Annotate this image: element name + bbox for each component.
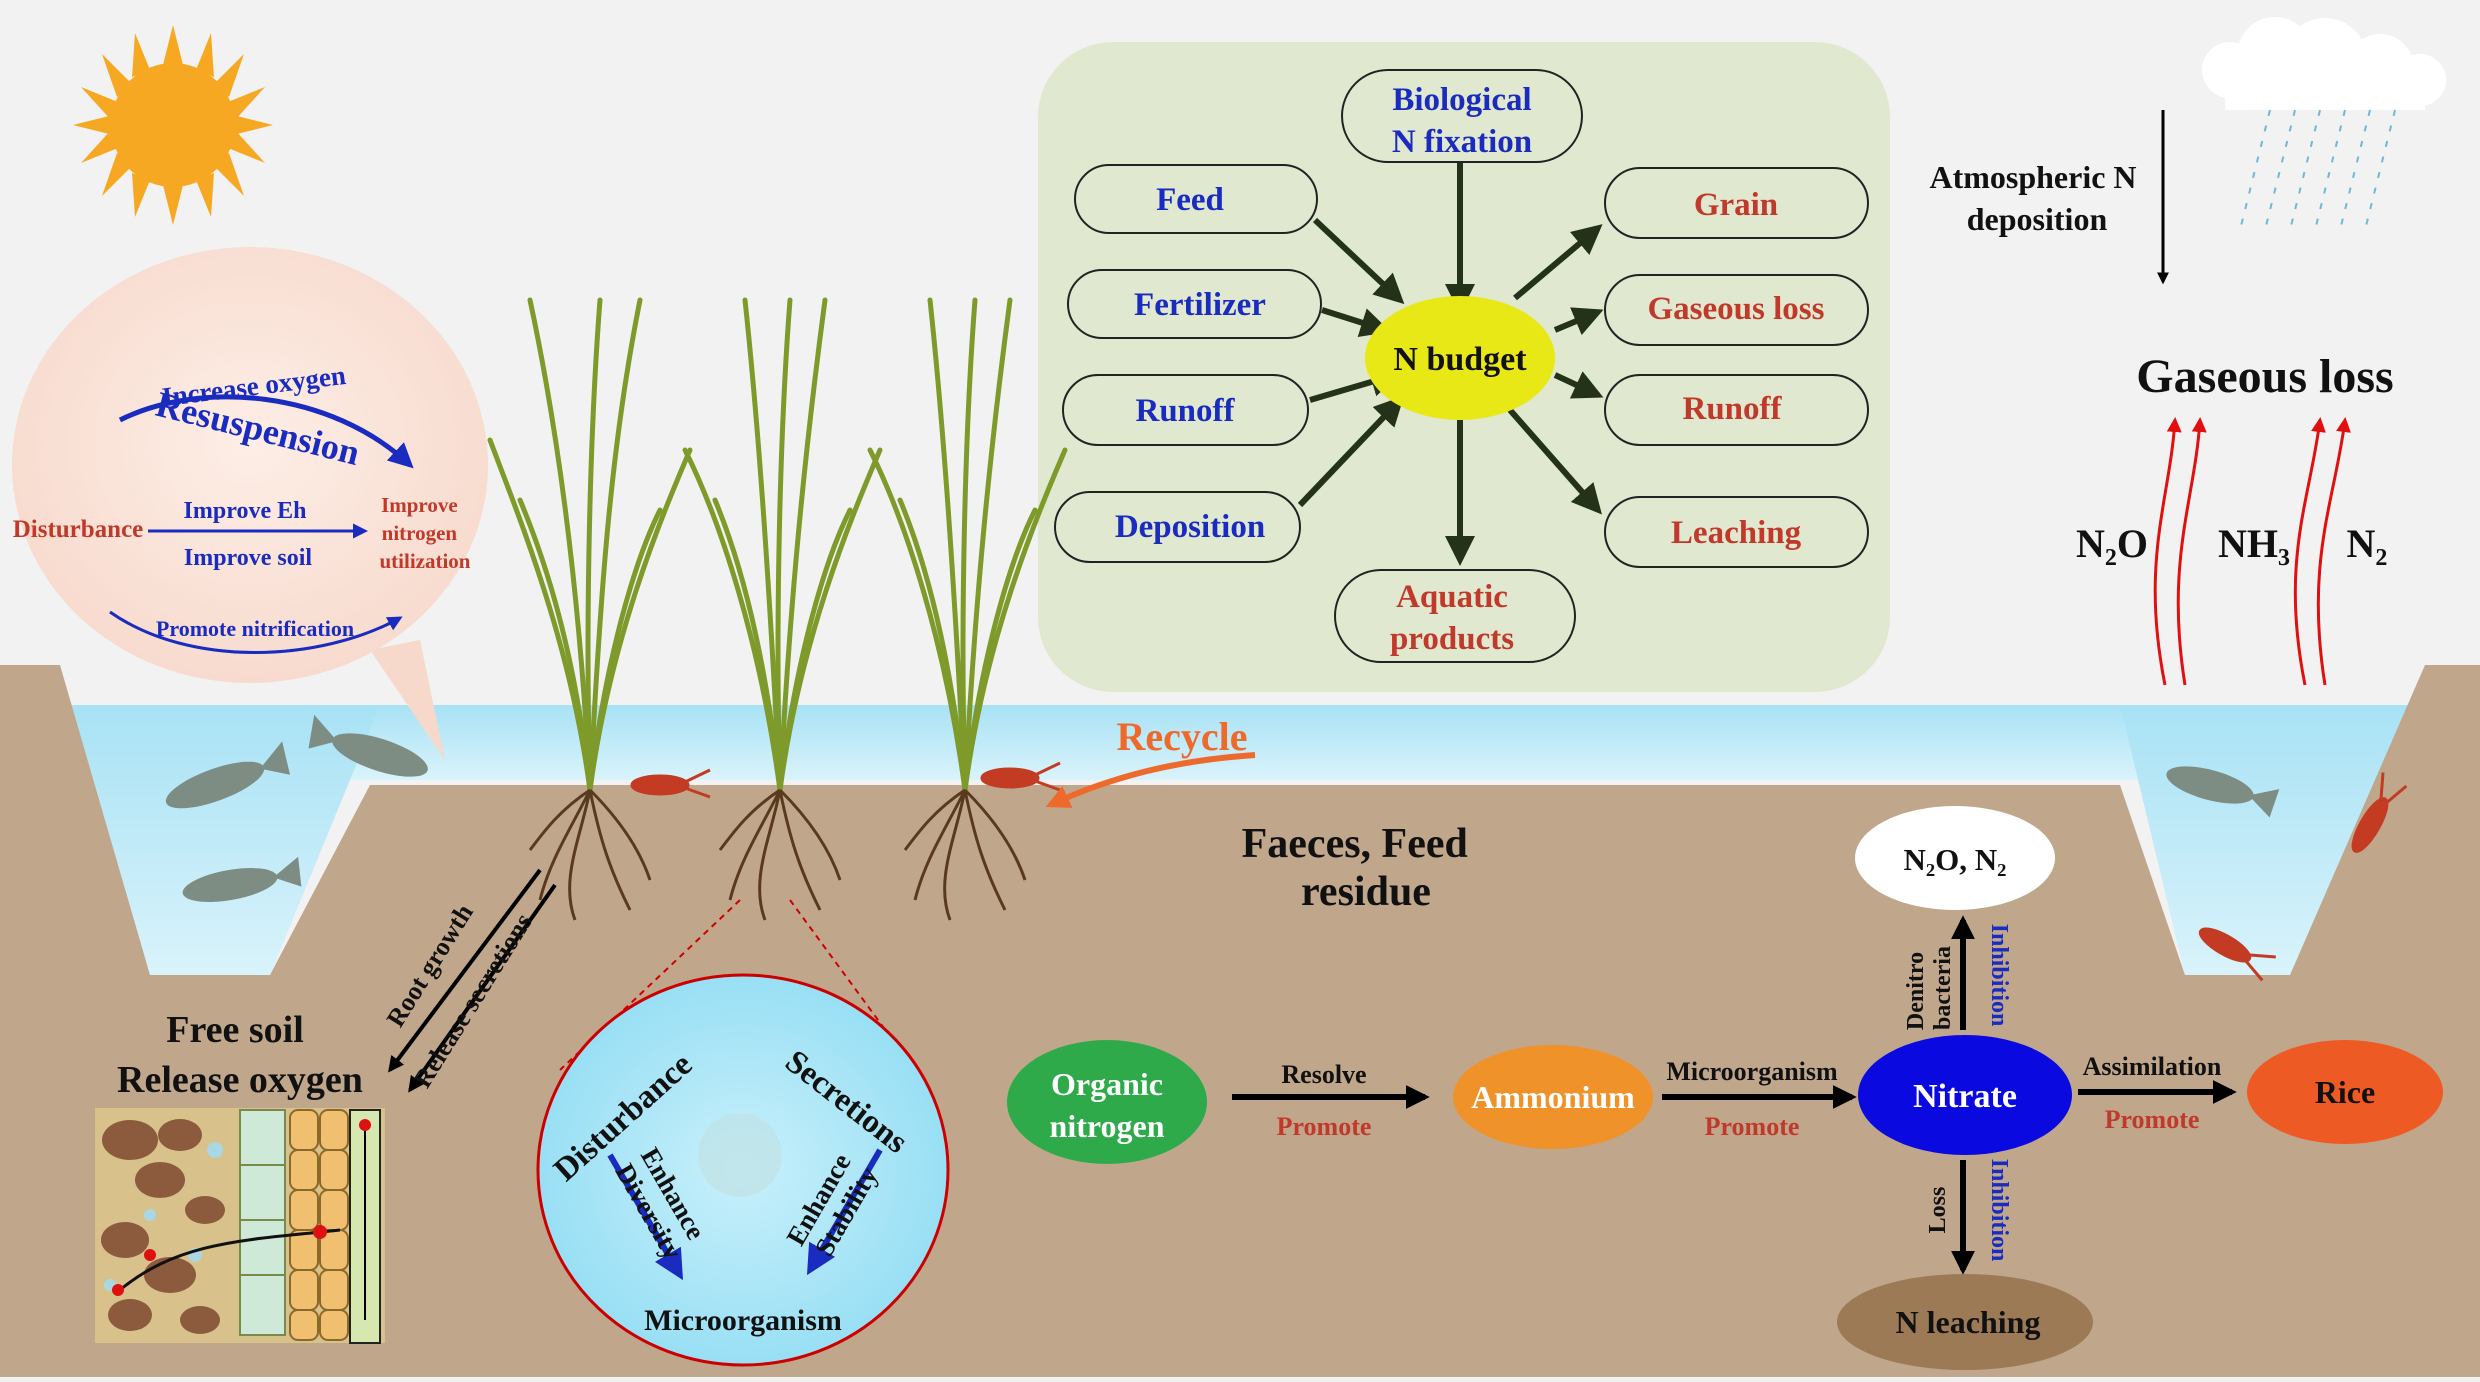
node-nitrate [1858,1035,2072,1155]
node-gas-products [1855,806,2055,910]
water [60,705,2420,975]
svg-text:Rice: Rice [2315,1074,2375,1110]
fish-icon [165,714,2280,902]
svg-text:Gaseous loss: Gaseous loss [1648,291,1825,327]
svg-text:N₂O, N₂: N₂O, N₂ [1904,842,2007,877]
free-soil-label: Free soil [166,1009,304,1051]
node-rice [2247,1040,2443,1144]
microbe-circle: Disturbance Secretions Enhance Diversity… [536,899,950,1367]
node-organic-nitrogen [1007,1040,1207,1164]
budget-bio-fixation [1341,69,1583,163]
budget-input-fertilizer [1067,269,1322,339]
svg-text:Inhibition: Inhibition [1986,1159,2012,1262]
rice-plant-1 [487,297,693,921]
gas-arrows [2153,417,2351,686]
rice-plant-2 [682,297,883,921]
crayfish-icon [630,761,2408,982]
svg-text:Promote nitrification: Promote nitrification [156,616,354,641]
gas-nh3: NH₃ [2218,521,2290,566]
gas-n2o: N₂O [2076,521,2148,566]
atmospheric-deposition-label: Atmospheric N deposition [1929,159,2144,237]
svg-text:Microorganism: Microorganism [1666,1057,1838,1086]
recycle-arrow [1045,752,1256,808]
budget-aquatic-products [1334,569,1576,663]
budget-input-feed [1074,164,1318,234]
faeces-feed-residue: Faeces, Feed residue [1242,821,1479,915]
svg-text:Promote: Promote [2105,1105,2200,1134]
rice-plant-3 [867,297,1068,921]
gaseous-loss-title: Gaseous loss [2136,350,2393,403]
n-budget-center [1365,296,1555,420]
sun-icon [73,25,273,225]
svg-text:Inhibition: Inhibition [1986,924,2012,1027]
svg-text:Microorganism: Microorganism [644,1304,842,1337]
gas-n2: N₂ [2347,521,2388,566]
svg-text:Improve nitrogen u: Improve nitrogen utilization [379,493,470,573]
budget-output-leaching [1604,496,1869,568]
svg-text:N budget: N budget [1393,341,1527,378]
svg-text:Runoff: Runoff [1682,391,1782,427]
svg-text:Improve soil: Improve soil [184,545,313,571]
svg-text:Resolve: Resolve [1281,1060,1366,1089]
svg-text:Leaching: Leaching [1671,515,1802,551]
svg-text:Loss: Loss [1925,1187,1951,1234]
disturbance-bubble: Increase oxygen Resuspension Disturbance… [12,247,488,760]
svg-text:Denitro bacteria: Denitro bacteria [1903,946,1956,1030]
release-oxygen-label: Release oxygen [117,1059,363,1101]
svg-text:Runoff: Runoff [1135,393,1235,429]
root-growth-arrows [388,868,557,1093]
budget-output-runoff [1604,374,1869,446]
svg-text:Feed: Feed [1156,182,1224,218]
svg-text:Nitrate: Nitrate [1913,1078,2017,1115]
budget-input-deposition [1054,491,1301,563]
svg-text:Promote: Promote [1705,1112,1800,1141]
svg-text:N leaching: N leaching [1896,1304,2041,1340]
node-ammonium [1453,1045,1653,1149]
svg-text:Deposition: Deposition [1115,509,1265,545]
recycle-label: Recycle [1116,714,1247,759]
svg-text:Ammonium: Ammonium [1471,1079,1635,1115]
cloud-icon [2202,17,2446,231]
node-n-leaching [1837,1274,2093,1370]
budget-output-grain [1604,167,1869,239]
svg-text:Assimilation: Assimilation [2083,1052,2222,1081]
svg-text:Promote: Promote [1277,1112,1372,1141]
budget-input-runoff [1062,374,1309,446]
svg-text:Fertilizer: Fertilizer [1134,287,1266,323]
svg-text:Disturbance: Disturbance [13,516,144,543]
svg-text:Improve Eh: Improve Eh [184,498,307,524]
svg-text:Grain: Grain [1694,187,1778,223]
root-cell-illustration [95,1108,385,1344]
budget-output-gaseous [1604,274,1869,346]
